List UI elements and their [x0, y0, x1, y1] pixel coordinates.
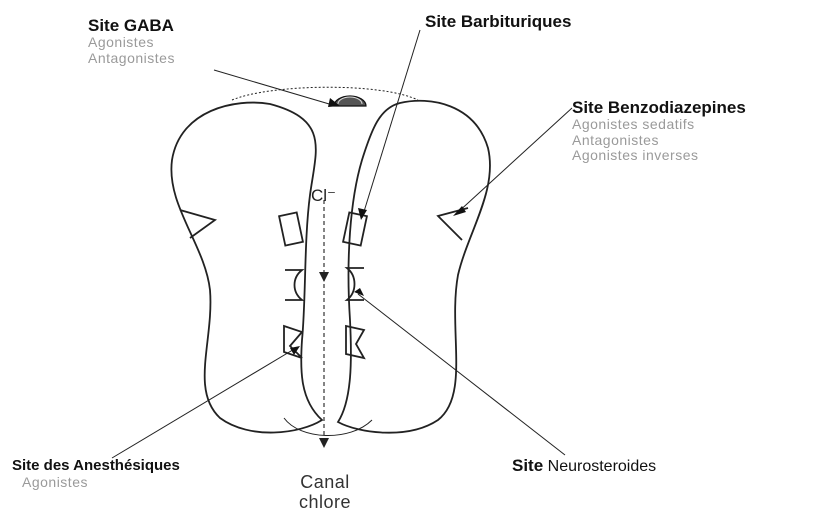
- neurosteroid-title-suffix: Neurosteroides: [548, 458, 657, 475]
- gaba-pointer: [214, 70, 336, 106]
- anesthetic-pointer: [112, 348, 296, 458]
- anesthetic-title: Site des Anesthésiques: [12, 458, 180, 475]
- benzodiazepine-line-2: Antagonistes: [572, 133, 746, 149]
- left-subunit: [171, 103, 322, 433]
- anesthetic-label: Site des Anesthésiques Agonistes: [12, 458, 180, 490]
- left-barbiturate-site: [279, 212, 303, 245]
- anesthetic-line-1: Agonistes: [22, 475, 180, 491]
- top-arc: [232, 87, 418, 100]
- benzodiazepine-line-1: Agonistes sedatifs: [572, 117, 746, 133]
- gaba-line-2: Antagonistes: [88, 51, 175, 67]
- barbiturate-title: Site Barbituriques: [425, 12, 571, 31]
- left-neurosteroid-site: [285, 270, 302, 300]
- neurosteroid-label: Site Neurosteroides: [512, 456, 656, 476]
- barbiturate-pointer: [362, 30, 420, 218]
- benzodiazepine-label: Site Benzodiazepines Agonistes sedatifs …: [572, 98, 746, 164]
- neurosteroid-pointer: [358, 294, 565, 455]
- canal-line-2: chlore: [290, 492, 360, 512]
- canal-label: Canal chlore: [290, 472, 360, 512]
- benzodiazepine-pointer: [456, 108, 572, 214]
- right-triangle: [438, 208, 468, 240]
- benzodiazepine-line-3: Agonistes inverses: [572, 148, 746, 164]
- gaba-label: Site GABA Agonistes Antagonistes: [88, 16, 175, 66]
- right-barbiturate-site: [343, 212, 367, 245]
- ion-label: Cl⁻: [311, 186, 336, 205]
- canal-line-1: Canal: [290, 472, 360, 492]
- barbiturate-label: Site Barbituriques: [425, 12, 571, 31]
- gaba-title: Site GABA: [88, 16, 175, 35]
- right-anesthetic-site: [346, 326, 364, 358]
- left-triangle: [180, 210, 215, 238]
- bottom-arc: [284, 418, 372, 436]
- benzodiazepine-title: Site Benzodiazepines: [572, 98, 746, 117]
- gaba-line-1: Agonistes: [88, 35, 175, 51]
- right-subunit: [338, 101, 490, 433]
- neurosteroid-title: Site: [512, 456, 543, 475]
